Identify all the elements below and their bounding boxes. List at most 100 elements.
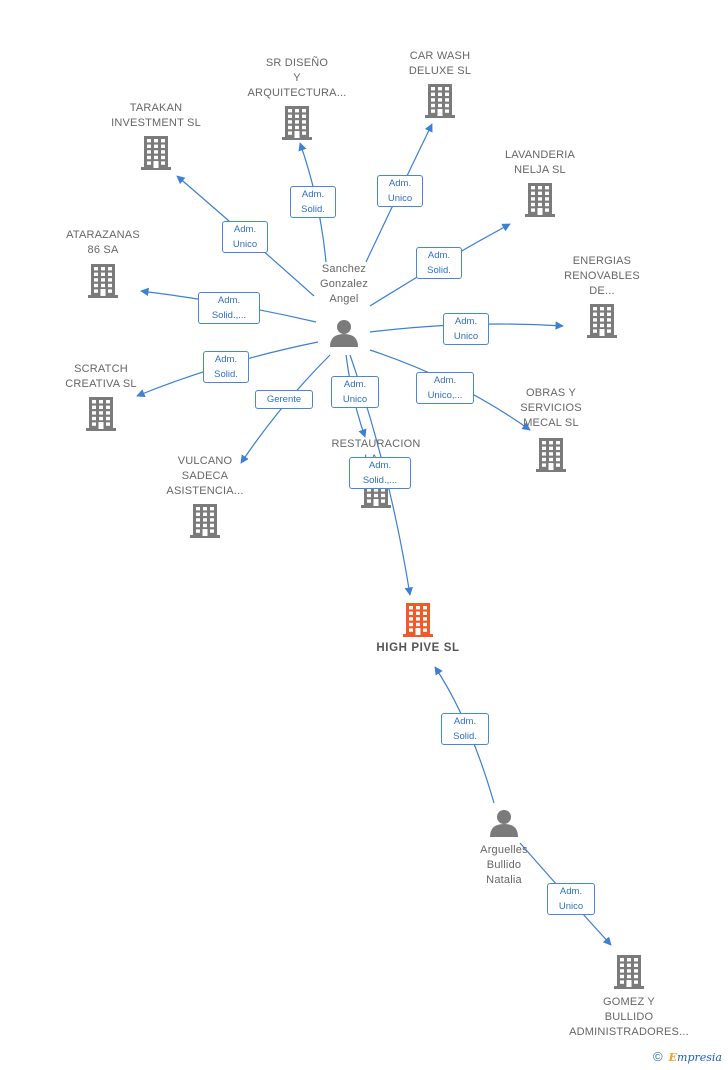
node-label-line: OBRAS Y (525, 387, 577, 399)
node-label-line: GOMEZ Y (603, 996, 655, 1008)
relation-text: Solid. (453, 731, 477, 742)
node-label-line: NELJA SL (514, 164, 566, 176)
relation-text: Unico,... (427, 390, 463, 401)
node-label-line: LAVANDERIA (504, 149, 576, 161)
relation-badge-r_scr[interactable]: Adm. Solid. (203, 351, 249, 383)
node-label-line: Angel (329, 293, 359, 305)
relation-text: Unico (342, 394, 368, 405)
node-label-line: 86 SA (87, 244, 119, 256)
relation-badge-r_obr[interactable]: Adm. Unico,... (416, 372, 474, 404)
node-label-vulcano: VULCANO SADECA ASISTENCIA... (135, 454, 275, 499)
relation-text: Unico (387, 193, 413, 204)
person-icon[interactable] (330, 320, 358, 347)
node-label-line: SCRATCH (74, 363, 128, 375)
relation-badge-r_hp2[interactable]: Adm. Solid. (441, 713, 489, 745)
relation-text: Unico (232, 239, 258, 250)
relation-badge-r_ene[interactable]: Adm. Unico (443, 313, 489, 345)
node-label-line: SR DISEÑO (265, 57, 329, 69)
node-label-tarakan: TARAKAN INVESTMENT SL (86, 101, 226, 131)
person-icon[interactable] (490, 810, 518, 837)
node-label-line: Gonzalez (319, 278, 369, 290)
node-label-line: Y (293, 72, 301, 84)
node-label-line: ADMINISTRADORES... (569, 1026, 689, 1038)
node-label-line: MECAL SL (523, 417, 579, 429)
node-label-line: SADECA (181, 470, 229, 482)
building-icon[interactable] (190, 504, 220, 538)
node-label-line: ENERGIAS (572, 255, 632, 267)
node-label-line: ASISTENCIA... (166, 485, 244, 497)
relation-text: Adm. (433, 375, 457, 386)
focus-building-icon[interactable] (403, 603, 433, 637)
relation-text: Gerente (266, 394, 302, 405)
node-label-line: BULLIDO (604, 1011, 654, 1023)
relation-badge-r_sr[interactable]: Adm. Solid. (290, 186, 336, 218)
node-label-line: Arguelles (480, 844, 528, 856)
node-label-sr_diseno: SR DISEÑO Y ARQUITECTURA... (227, 56, 367, 101)
relation-text: Unico (558, 901, 584, 912)
node-label-line: SERVICIOS (520, 402, 582, 414)
relation-text: Adm. (388, 178, 412, 189)
relation-text: Solid. (427, 265, 451, 276)
relation-text: Unico (453, 331, 479, 342)
node-label-gomez: GOMEZ Y BULLIDO ADMINISTRADORES... (559, 995, 699, 1040)
building-icon[interactable] (614, 955, 644, 989)
relation-badge-r_car[interactable]: Adm. Unico (377, 175, 423, 207)
relation-badge-r_tar[interactable]: Adm. Unico (222, 221, 268, 253)
relation-text: Adm. (368, 460, 392, 471)
node-label-lavanderia: LAVANDERIA NELJA SL (470, 148, 610, 178)
node-label-line: RESTAURACION (331, 438, 421, 450)
relation-text: Solid. (214, 369, 238, 380)
relation-text: Adm. (453, 716, 477, 727)
relation-text: Adm. (233, 224, 257, 235)
node-label-line: HIGH PIVE SL (376, 642, 460, 654)
building-icon[interactable] (141, 136, 171, 170)
relation-badge-r_hp1[interactable]: Adm. Solid.,... (349, 457, 411, 489)
node-label-line: INVESTMENT SL (111, 117, 201, 129)
brand-logo: Empresia (668, 1051, 722, 1064)
relation-text: Solid. (301, 204, 325, 215)
node-label-line: Bullido (486, 859, 522, 871)
nodes-layer (86, 84, 644, 989)
node-label-scratch: SCRATCH CREATIVA SL (31, 362, 171, 392)
node-label-line: CAR WASH (409, 50, 471, 62)
relation-badge-r_gom[interactable]: Adm. Unico (547, 883, 595, 915)
node-label-line: DELUXE SL (408, 65, 472, 77)
relation-text: Solid.,... (211, 310, 247, 321)
node-label-line: Sanchez (321, 263, 367, 275)
node-label-line: RENOVABLES (564, 270, 640, 282)
relation-text: Solid.,... (362, 475, 398, 486)
building-icon[interactable] (282, 106, 312, 140)
relation-text: Adm. (454, 316, 478, 327)
relation-badge-r_lav[interactable]: Adm. Solid. (416, 247, 462, 279)
node-label-line: ATARAZANAS (66, 229, 140, 241)
node-label-car_wash: CAR WASH DELUXE SL (370, 49, 510, 79)
relation-badge-r_ata[interactable]: Adm.Solid.,... (198, 292, 260, 324)
node-label-line: CREATIVA SL (65, 378, 137, 390)
relation-text: Adm. (301, 189, 325, 200)
node-label-line: VULCANO (177, 455, 233, 467)
footer-brand: © Empresia (653, 1049, 722, 1064)
node-label-obras: OBRAS Y SERVICIOS MECAL SL (481, 386, 621, 431)
node-label-line: TARAKAN (129, 102, 183, 114)
relation-text: Adm. (559, 886, 583, 897)
relation-badge-r_vul[interactable]: Gerente (255, 390, 313, 409)
relation-text: Adm. (214, 354, 238, 365)
relation-text: Adm. (343, 379, 367, 390)
node-label-energias: ENERGIAS RENOVABLES DE... (532, 254, 672, 299)
building-icon[interactable] (86, 397, 116, 431)
building-icon[interactable] (536, 438, 566, 472)
building-icon[interactable] (587, 304, 617, 338)
node-label-line: ARQUITECTURA... (247, 87, 347, 99)
relation-text: Adm. (427, 250, 451, 261)
building-icon[interactable] (425, 84, 455, 118)
node-label-atarazanas: ATARAZANAS 86 SA (33, 228, 173, 258)
node-label-line: Natalia (486, 874, 522, 886)
node-label-line: DE... (589, 285, 615, 297)
copyright-icon: © (653, 1049, 663, 1064)
building-icon[interactable] (88, 264, 118, 298)
relation-badge-r_res[interactable]: Adm. Unico (331, 376, 379, 408)
building-icon[interactable] (525, 183, 555, 217)
